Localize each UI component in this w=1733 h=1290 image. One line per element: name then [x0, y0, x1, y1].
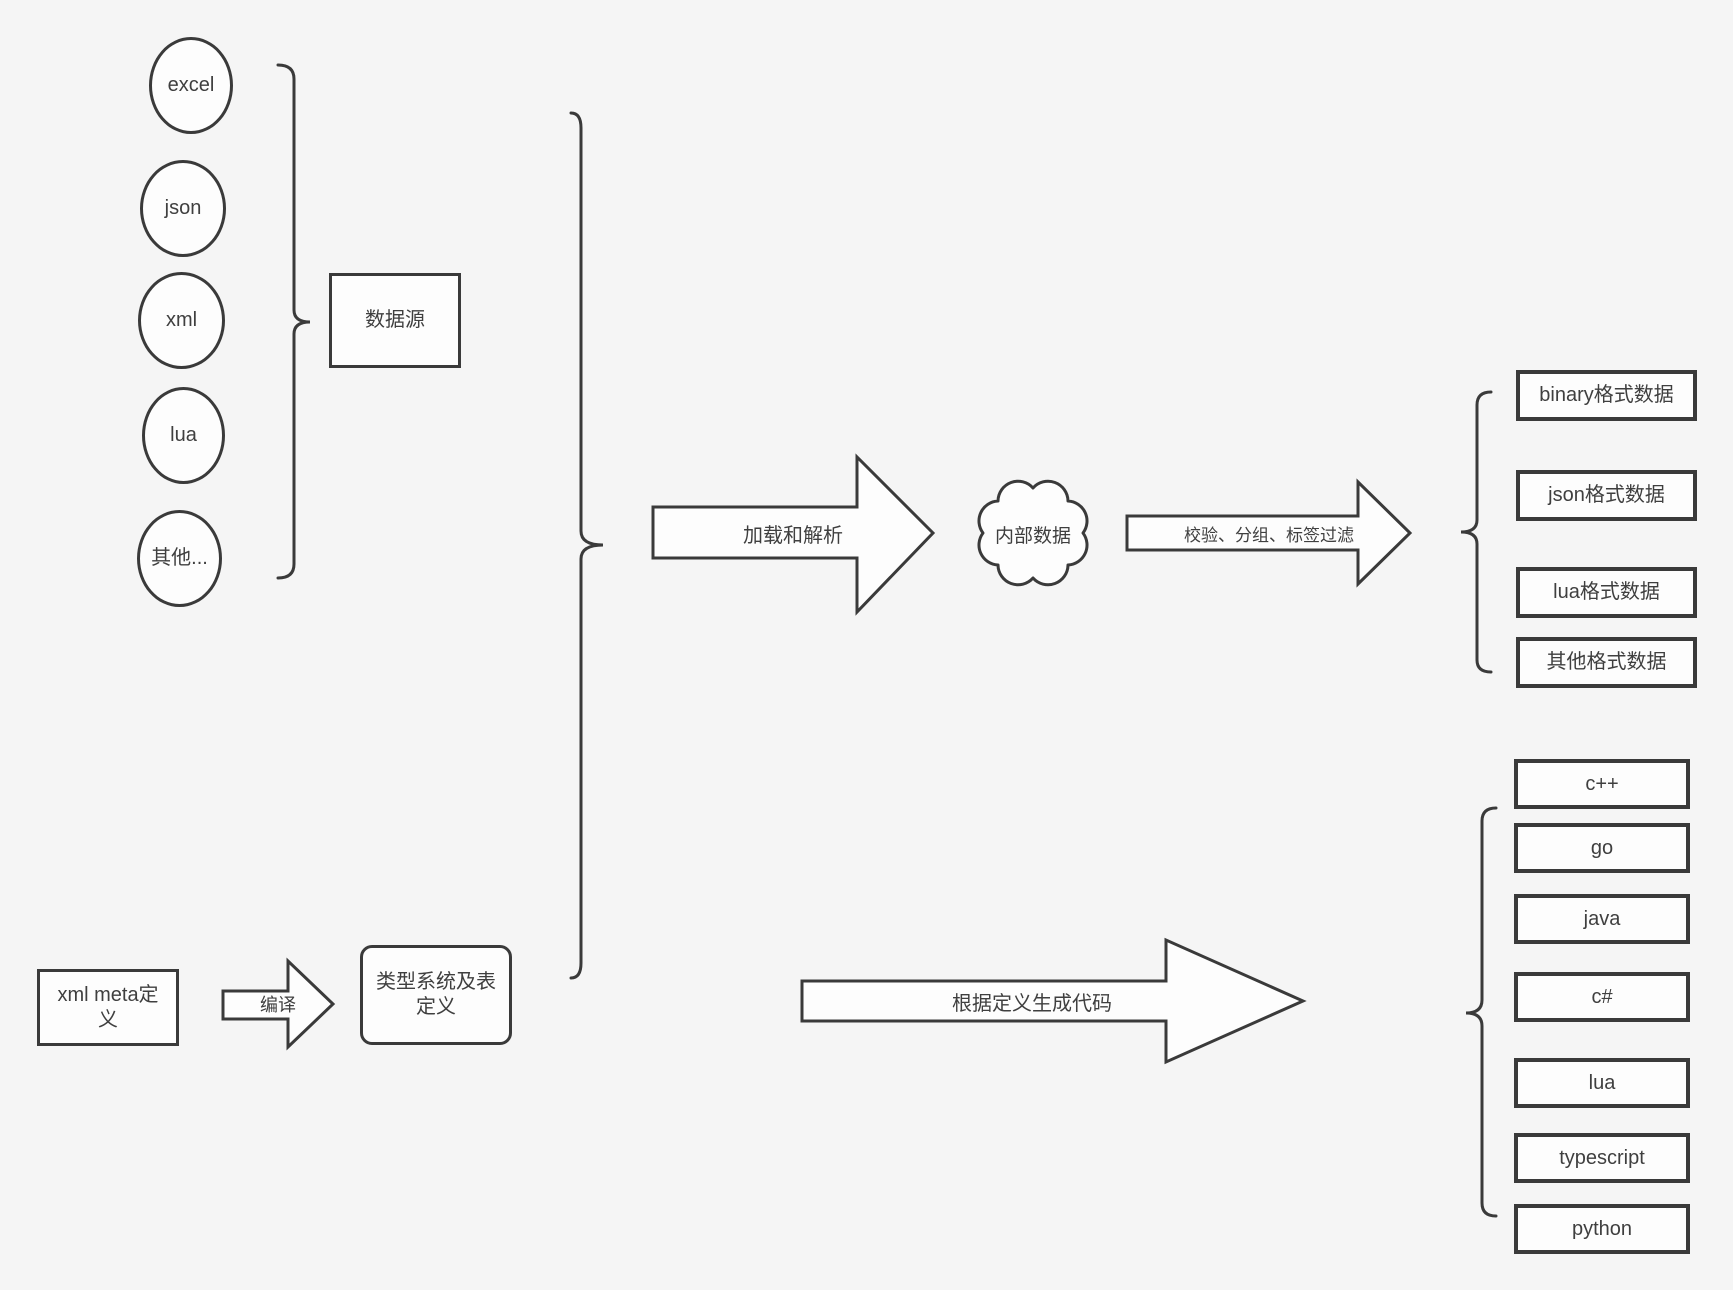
- format-box-json: json格式数据: [1516, 470, 1697, 521]
- source-node-json: json: [140, 160, 226, 257]
- filter-arrow: [1125, 478, 1413, 588]
- xml-meta-box: xml meta定义: [37, 969, 179, 1046]
- filter-arrow-label: 校验、分组、标签过滤: [1184, 525, 1354, 545]
- lang-box-go: go: [1514, 823, 1690, 873]
- source-node-xml: xml: [138, 272, 225, 369]
- type-system-box: 类型系统及表定义: [360, 945, 512, 1045]
- internal-data-cloud-label: 内部数据: [994, 525, 1071, 547]
- datasource-box: 数据源: [329, 273, 461, 368]
- load-parse-arrow-label: 加载和解析: [743, 524, 843, 547]
- format-box-binary: binary格式数据: [1516, 370, 1697, 421]
- load-parse-arrow: [651, 453, 936, 616]
- lang-box-csharp: c#: [1514, 972, 1690, 1022]
- source-node-lua: lua: [142, 387, 225, 484]
- languages-brace: [1465, 806, 1498, 1218]
- lang-box-typescript: typescript: [1514, 1133, 1690, 1183]
- lang-box-lua: lua: [1514, 1058, 1690, 1108]
- lang-box-cpp: c++: [1514, 759, 1690, 809]
- internal-data-cloud: [977, 479, 1089, 587]
- generate-code-arrow-label: 根据定义生成代码: [952, 992, 1112, 1015]
- lang-box-python: python: [1514, 1204, 1690, 1254]
- compile-arrow: [221, 957, 336, 1051]
- lang-box-java: java: [1514, 894, 1690, 944]
- format-box-other: 其他格式数据: [1516, 637, 1697, 688]
- compile-arrow-label: 编译: [260, 995, 296, 1015]
- format-box-lua: lua格式数据: [1516, 567, 1697, 618]
- sources-brace: [276, 63, 311, 580]
- formats-brace: [1460, 390, 1493, 674]
- source-node-other: 其他...: [137, 510, 222, 607]
- source-node-excel: excel: [149, 37, 233, 134]
- main-brace: [569, 111, 604, 980]
- generate-code-arrow: [800, 937, 1307, 1065]
